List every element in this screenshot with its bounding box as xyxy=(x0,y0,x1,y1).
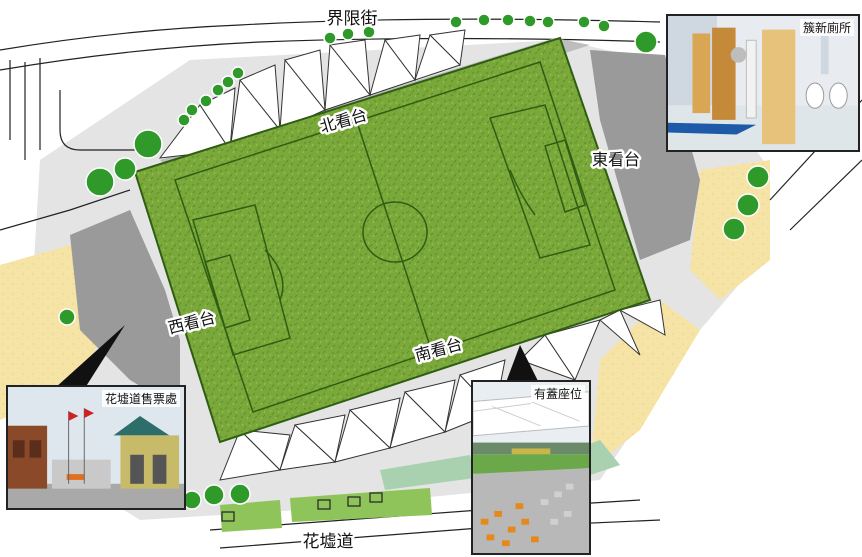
trees xyxy=(58,13,770,510)
ticket-office-pointer xyxy=(55,325,125,388)
road-label-north: 界限街 xyxy=(327,9,378,29)
ticket-office-photo xyxy=(8,387,184,508)
covered-seating-photo-inset: 有蓋座位 xyxy=(471,380,591,555)
road-label-south: 花墟道 xyxy=(303,532,354,552)
toilets-photo xyxy=(668,16,858,150)
hedge-south-2 xyxy=(290,488,432,522)
south-seating-blocks xyxy=(221,492,383,522)
stand-label-east: 東看台 xyxy=(592,150,640,169)
hedge-south-4 xyxy=(380,455,475,490)
ticket-office-photo-inset: 花墟道售票處 xyxy=(6,385,186,510)
covered-seating-caption: 有蓋座位 xyxy=(530,385,585,402)
covered-seating-photo xyxy=(473,382,589,553)
west-stand-structure xyxy=(70,210,180,410)
sand-area-southeast xyxy=(590,300,700,470)
covered-seating-pointer xyxy=(505,345,540,385)
football-pitch xyxy=(133,36,652,444)
ticket-office-caption: 花墟道售票處 xyxy=(101,390,180,407)
hedge-south-1 xyxy=(220,500,282,532)
toilets-caption: 簇新廁所 xyxy=(799,19,854,36)
toilets-photo-inset: 簇新廁所 xyxy=(666,14,860,152)
